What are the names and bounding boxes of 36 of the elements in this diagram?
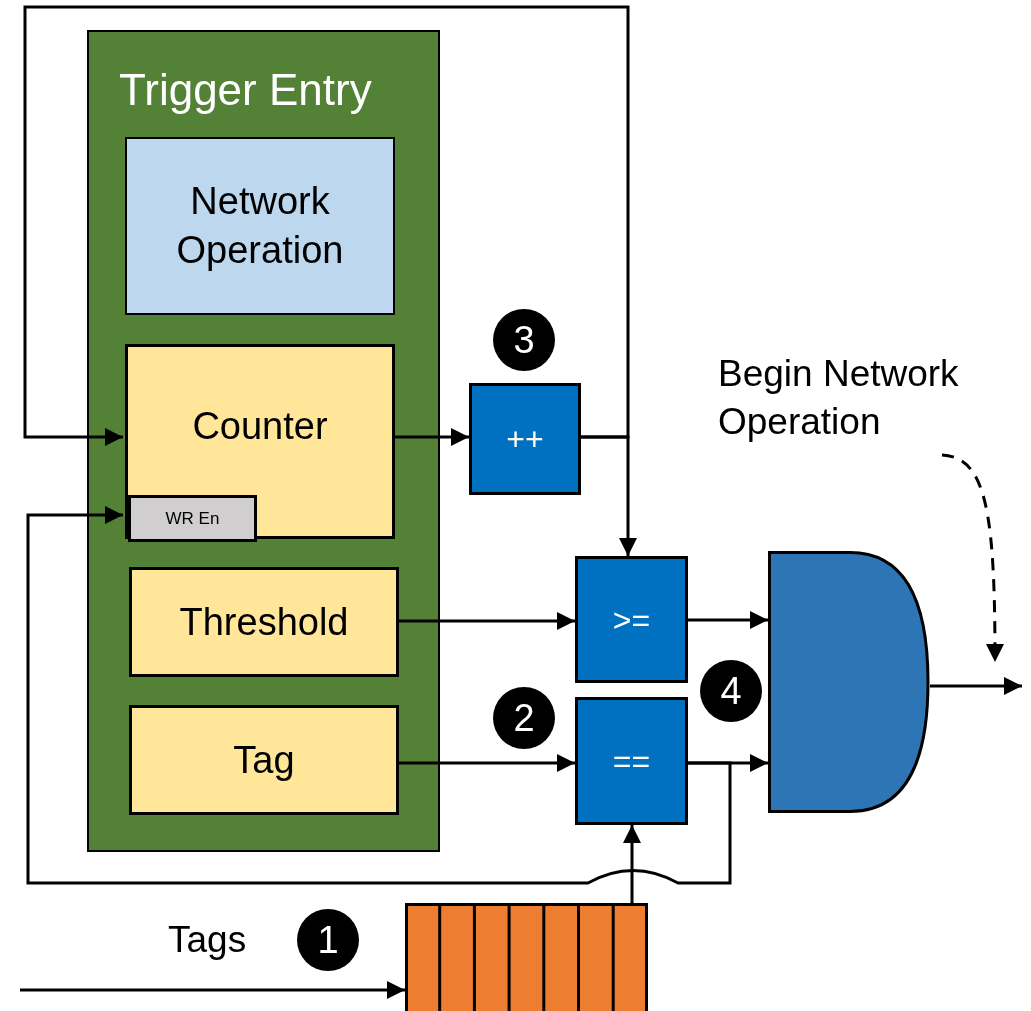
trigger-entry-panel <box>87 30 440 852</box>
network-operation-box <box>125 137 395 315</box>
node-label: Counter <box>192 404 328 449</box>
tag-box <box>129 705 399 815</box>
arrow <box>930 677 1022 695</box>
arrow <box>941 453 1004 662</box>
callout-number: 1 <box>297 909 359 971</box>
node-label: Threshold <box>179 599 349 645</box>
node-label: Begin Network Operation <box>718 352 960 445</box>
arrow <box>26 506 732 885</box>
node-label: ++ <box>506 420 544 459</box>
node-label: == <box>612 742 651 781</box>
input-label: Tags <box>168 918 247 962</box>
arrow <box>20 981 405 999</box>
write-enable-box <box>128 495 257 542</box>
arrow <box>397 612 575 630</box>
counter-box <box>125 344 395 539</box>
node-label: Network Operation <box>175 178 345 273</box>
compare-box <box>575 556 688 683</box>
callout-number: 3 <box>493 309 555 371</box>
and-gate <box>768 551 930 813</box>
arrow <box>397 754 575 772</box>
node-label: >= <box>612 600 651 640</box>
node-label: Tag <box>233 737 295 783</box>
arrow <box>623 825 641 903</box>
node-label: WR En <box>165 507 220 530</box>
arrow <box>23 5 630 446</box>
callout-number: 4 <box>700 660 762 722</box>
threshold-box <box>129 567 399 677</box>
arrow <box>393 428 469 446</box>
panel-title: Trigger Entry <box>119 68 372 112</box>
equality-box <box>575 697 688 825</box>
callout-number: 2 <box>493 687 555 749</box>
tag-queue <box>405 903 648 1011</box>
increment-box <box>469 383 581 495</box>
arrow <box>688 611 768 629</box>
